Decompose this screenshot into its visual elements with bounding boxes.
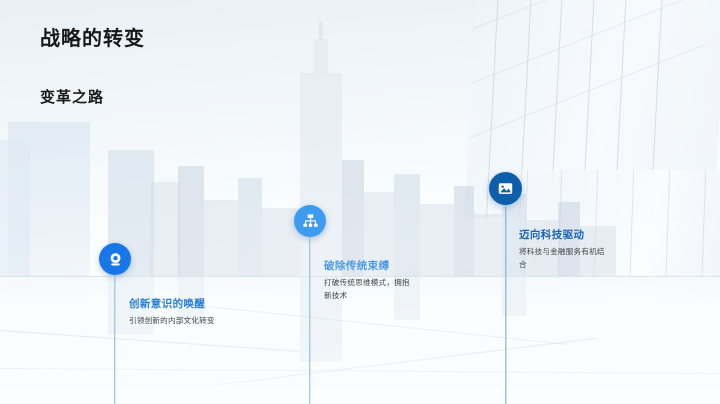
milestone-description-1: 引领创新的内部文化转变 — [129, 316, 215, 325]
milestone-title-3: 迈向科技驱动 — [519, 229, 585, 241]
building-silhouette — [474, 214, 502, 278]
slide-header: 战略的转变 变革之路 — [40, 28, 145, 107]
building-silhouette — [178, 166, 204, 278]
milestone-connector-line-3 — [504, 205, 507, 404]
building-silhouette — [558, 202, 580, 278]
building-central-spire — [300, 21, 342, 278]
page-title: 战略的转变 — [40, 28, 145, 50]
water-reflection — [0, 276, 720, 404]
reflection — [178, 276, 204, 324]
horizon-line — [0, 276, 720, 277]
milestone-marker-2[interactable] — [294, 205, 326, 237]
image-icon — [497, 180, 514, 197]
building-silhouette — [526, 220, 558, 278]
milestone-connector-line-1 — [114, 275, 116, 404]
building-silhouette — [342, 160, 364, 278]
milestone-marker-1[interactable] — [99, 243, 131, 275]
building-silhouette — [454, 186, 474, 278]
building-silhouette — [238, 178, 262, 278]
building-silhouette — [262, 208, 300, 278]
milestone-marker-3[interactable] — [489, 172, 522, 205]
building-silhouette — [394, 174, 420, 278]
webcam-icon — [107, 251, 124, 268]
building-silhouette — [580, 226, 616, 278]
page-subtitle: 变革之路 — [40, 89, 105, 106]
building-silhouette — [204, 200, 238, 278]
milestone-pin-3[interactable] — [489, 172, 522, 404]
milestone-title-1: 创新意识的唤醒 — [129, 298, 206, 310]
milestone-description-3: 将科技与金融服务有机结合 — [519, 247, 605, 269]
sitemap-icon — [302, 213, 319, 230]
building-silhouette — [364, 192, 394, 278]
water-glow — [0, 334, 720, 404]
building-silhouette — [420, 204, 454, 278]
milestone-title-2: 破除传统束缚 — [324, 260, 390, 272]
milestone-connector-line-2 — [309, 237, 311, 404]
reflection — [394, 276, 420, 320]
milestone-pin-1[interactable] — [99, 243, 131, 404]
milestone-pin-2[interactable] — [294, 205, 326, 404]
building-silhouette — [150, 182, 180, 278]
milestone-description-2: 打破传统思维模式，拥抱新技术 — [324, 278, 410, 300]
